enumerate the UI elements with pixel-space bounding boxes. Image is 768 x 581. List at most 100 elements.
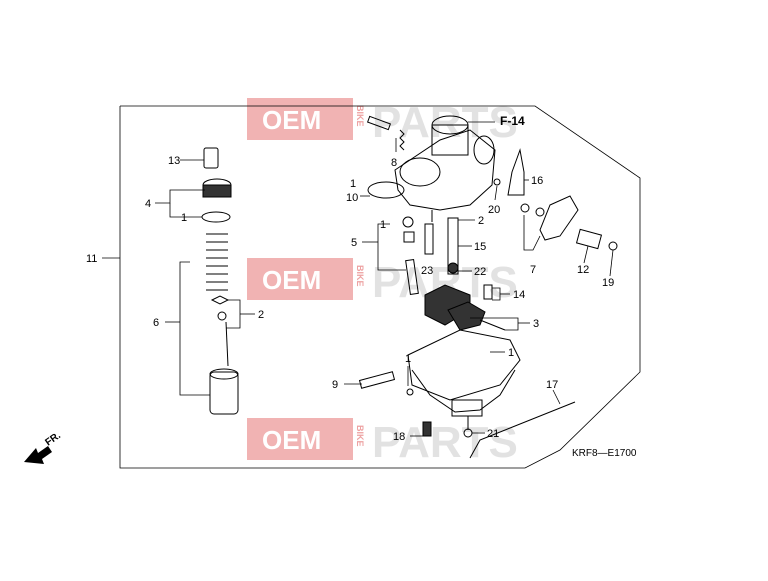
needle-washer <box>217 311 227 321</box>
carburetor-body-group <box>366 115 496 222</box>
choke-group <box>493 148 618 251</box>
leader-19 <box>609 249 614 277</box>
o-ring-top <box>201 211 231 223</box>
float-right <box>447 301 486 331</box>
callout-7: 7 <box>530 264 536 276</box>
callout-9: 9 <box>332 379 338 391</box>
float-chamber-gasket <box>407 329 521 401</box>
choke-link <box>539 195 579 241</box>
watermark-small: BIKE <box>355 425 365 447</box>
choke-lever <box>507 148 525 196</box>
cross-reference-label: F-14 <box>500 114 525 128</box>
watermark-small: BIKE <box>355 105 365 127</box>
throttle-valve <box>209 371 239 415</box>
callout-1: 1 <box>181 212 187 224</box>
watermark-box <box>247 418 353 460</box>
pilot-screw-spring <box>403 231 415 243</box>
callout-1: 1 <box>405 353 411 365</box>
cable-adjuster <box>203 147 219 169</box>
callout-16: 16 <box>531 175 543 187</box>
leader-7 <box>523 215 541 251</box>
leader-lines <box>102 121 614 437</box>
watermark-word: PARTS <box>372 98 518 147</box>
callout-19: 19 <box>602 277 614 289</box>
callout-17: 17 <box>546 379 558 391</box>
choke-pin <box>493 178 501 186</box>
front-arrow-icon <box>24 446 52 464</box>
jet-needle <box>225 321 229 367</box>
watermark-small: BIKE <box>355 265 365 287</box>
watermark-brand: OEM <box>262 105 321 135</box>
float-chamber <box>411 369 516 413</box>
watermark-box <box>247 98 353 140</box>
leader-4-branch <box>169 203 202 218</box>
throttle-valve-group <box>201 147 239 415</box>
callout-6: 6 <box>153 317 159 329</box>
leader-6-bracket <box>179 261 210 396</box>
float-group <box>424 284 506 331</box>
leader-20 <box>494 185 498 201</box>
float-chamber-bottom <box>451 399 483 417</box>
callout-20: 20 <box>488 204 500 216</box>
front-indicator-label: FR. <box>43 430 63 448</box>
callout-2: 2 <box>258 309 264 321</box>
valve-spring <box>206 233 228 291</box>
cable-bracket <box>575 228 603 250</box>
float-valve <box>483 284 493 300</box>
callout-4: 4 <box>145 198 151 210</box>
o-ring-flange <box>367 181 405 199</box>
air-inlet <box>473 135 495 165</box>
assembly-outline <box>119 105 641 469</box>
slow-jet <box>405 259 419 295</box>
callout-2: 2 <box>478 215 484 227</box>
leader-12 <box>583 245 589 264</box>
air-screw <box>358 371 396 389</box>
drain-screw <box>422 421 432 437</box>
jet-o-ring <box>402 216 414 228</box>
leader-2a <box>226 299 241 329</box>
leader-17 <box>552 389 561 405</box>
callout-3: 3 <box>533 318 539 330</box>
callout-8: 8 <box>391 157 397 169</box>
air-screw-o-ring <box>406 388 414 396</box>
throttle-stop-screw <box>366 115 392 131</box>
callout-21: 21 <box>487 428 499 440</box>
choke-washer-2 <box>535 207 545 217</box>
top-cap-body <box>202 184 232 198</box>
front-arrow: FR. <box>24 430 63 464</box>
needle-jet-holder <box>424 223 434 255</box>
float-chamber-group <box>358 329 576 459</box>
leader-4 <box>155 189 205 204</box>
watermark-brand: OEM <box>262 265 321 295</box>
callout-18: 18 <box>393 431 405 443</box>
bracket-screw <box>608 241 618 251</box>
watermark-brand: OEM <box>262 425 321 455</box>
callout-13: 13 <box>168 155 180 167</box>
leader-5-bracket <box>377 223 406 271</box>
carburetor-body <box>394 129 496 211</box>
callout-14: 14 <box>513 289 525 301</box>
callout-1: 1 <box>508 347 514 359</box>
intake-throat <box>431 124 469 156</box>
jets-group <box>402 216 459 295</box>
callout-5: 5 <box>351 237 357 249</box>
leader-3 <box>470 317 519 331</box>
needle-clip <box>210 295 230 305</box>
watermark-box <box>247 258 353 300</box>
drain-tube <box>469 401 576 459</box>
main-jet <box>447 262 459 274</box>
watermark: OEM BIKE PARTS OEM BIKE PARTS OEM BIKE P… <box>247 98 518 467</box>
callout-12: 12 <box>577 264 589 276</box>
callout-11: 11 <box>86 253 97 265</box>
diagram-code: KRF8—E1700 <box>572 448 637 459</box>
screw-spring <box>399 129 405 151</box>
callout-1: 1 <box>350 178 356 190</box>
callout-23: 23 <box>421 265 433 277</box>
callout-22: 22 <box>474 266 486 278</box>
watermark-word: PARTS <box>372 418 518 467</box>
callout-1: 1 <box>380 219 386 231</box>
callout-10: 10 <box>346 192 358 204</box>
throttle-valve-top <box>209 368 239 380</box>
